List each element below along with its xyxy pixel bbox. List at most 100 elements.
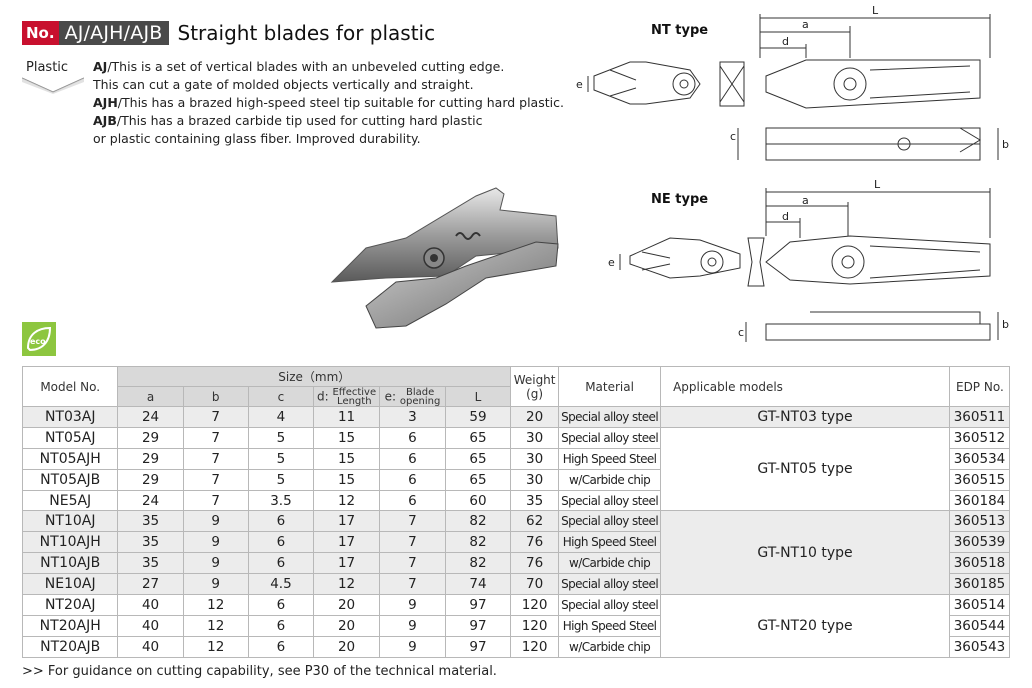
cell-c: 6 <box>247 552 315 575</box>
cell-model: NT10AJ <box>21 510 119 533</box>
cell-applicable: GT-NT05 type <box>660 426 950 512</box>
header-a: a <box>117 386 184 407</box>
header-applicable: Applicable models <box>660 366 950 407</box>
cell-applicable: GT-NT10 type <box>660 510 950 596</box>
cell-c: 6 <box>247 531 315 554</box>
cell-a: 40 <box>117 635 184 658</box>
cell-e: 9 <box>379 614 446 637</box>
cell-a: 29 <box>117 468 184 491</box>
cell-a: 27 <box>117 573 184 596</box>
cell-edp: 360185 <box>948 573 1011 596</box>
title-row: No. AJ/AJH/AJB Straight blades for plast… <box>22 20 435 46</box>
cell-b: 7 <box>182 489 249 512</box>
cell-weight: 30 <box>510 468 560 491</box>
cell-a: 35 <box>117 552 184 575</box>
cell-e: 6 <box>379 447 446 470</box>
nt-dim-a: a <box>802 18 809 31</box>
cell-L: 82 <box>444 510 512 533</box>
ne-dim-e: e <box>608 256 615 269</box>
cell-L: 65 <box>444 468 512 491</box>
header-L: L <box>444 386 512 407</box>
cell-edp: 360512 <box>948 426 1011 449</box>
cell-b: 9 <box>182 552 249 575</box>
cell-d: 20 <box>313 635 381 658</box>
spec-table: Model No. Size（mm） Weight(g) Material Ap… <box>21 366 1011 658</box>
cell-d: 17 <box>313 531 381 554</box>
aj-text2: This can cut a gate of molded objects ve… <box>93 77 474 92</box>
cell-a: 29 <box>117 426 184 449</box>
cell-L: 65 <box>444 447 512 470</box>
cell-applicable: GT-NT20 type <box>660 594 950 658</box>
footnote: >> For guidance on cutting capability, s… <box>22 664 497 679</box>
header-c: c <box>247 386 315 407</box>
cell-L: 82 <box>444 531 512 554</box>
ajh-code: AJH <box>93 95 118 110</box>
ne-dim-L: L <box>874 178 881 191</box>
cell-edp: 360543 <box>948 635 1011 658</box>
cell-model: NE5AJ <box>21 489 119 512</box>
cell-a: 24 <box>117 406 184 428</box>
cell-c: 5 <box>247 426 315 449</box>
plastic-tag-label: Plastic <box>26 60 69 75</box>
cell-weight: 30 <box>510 447 560 470</box>
cell-d: 11 <box>313 406 381 428</box>
series-badge: AJ/AJH/AJB <box>58 21 169 45</box>
cell-b: 9 <box>182 573 249 596</box>
cell-weight: 120 <box>510 635 560 658</box>
cell-b: 7 <box>182 406 249 428</box>
cell-model: NT10AJB <box>21 552 119 575</box>
cell-weight: 120 <box>510 614 560 637</box>
cell-e: 3 <box>379 406 446 428</box>
header-edp: EDP No. <box>948 366 1011 407</box>
cell-edp: 360518 <box>948 552 1011 575</box>
cell-L: 60 <box>444 489 512 512</box>
ne-dim-d: d <box>782 210 789 223</box>
cell-e: 9 <box>379 635 446 658</box>
cell-a: 40 <box>117 614 184 637</box>
cell-edp: 360544 <box>948 614 1011 637</box>
cell-edp: 360511 <box>948 406 1011 428</box>
cell-material: Special alloy steel <box>558 573 662 596</box>
cell-edp: 360539 <box>948 531 1011 554</box>
cell-L: 65 <box>444 426 512 449</box>
ajb-text2: or plastic containing glass fiber. Impro… <box>93 131 421 146</box>
header-weight: Weight(g) <box>510 366 560 407</box>
cell-model: NE10AJ <box>21 573 119 596</box>
header-model: Model No. <box>21 366 119 407</box>
cell-a: 29 <box>117 447 184 470</box>
cell-material: Special alloy steel <box>558 489 662 512</box>
cell-L: 97 <box>444 635 512 658</box>
cell-model: NT20AJ <box>21 594 119 616</box>
blade-product-image <box>330 187 559 329</box>
cell-b: 9 <box>182 510 249 533</box>
cell-e: 7 <box>379 510 446 533</box>
cell-material: Special alloy steel <box>558 426 662 449</box>
cell-b: 12 <box>182 594 249 616</box>
cell-c: 5 <box>247 447 315 470</box>
cell-c: 6 <box>247 635 315 658</box>
ne-dim-b: b <box>1002 318 1009 331</box>
svg-text:eco: eco <box>30 337 46 346</box>
cell-material: w/Carbide chip <box>558 635 662 658</box>
cell-c: 6 <box>247 614 315 637</box>
nt-dim-c: c <box>730 130 736 143</box>
eco-leaf-icon: eco <box>22 322 56 356</box>
cell-L: 74 <box>444 573 512 596</box>
header-size: Size（mm） <box>117 366 512 387</box>
cell-a: 24 <box>117 489 184 512</box>
cell-e: 7 <box>379 552 446 575</box>
cell-e: 6 <box>379 468 446 491</box>
cell-e: 6 <box>379 489 446 512</box>
header-material: Material <box>558 366 662 407</box>
cell-a: 35 <box>117 510 184 533</box>
ne-type-diagram: L a d e c b <box>608 178 1009 342</box>
cell-d: 12 <box>313 489 381 512</box>
